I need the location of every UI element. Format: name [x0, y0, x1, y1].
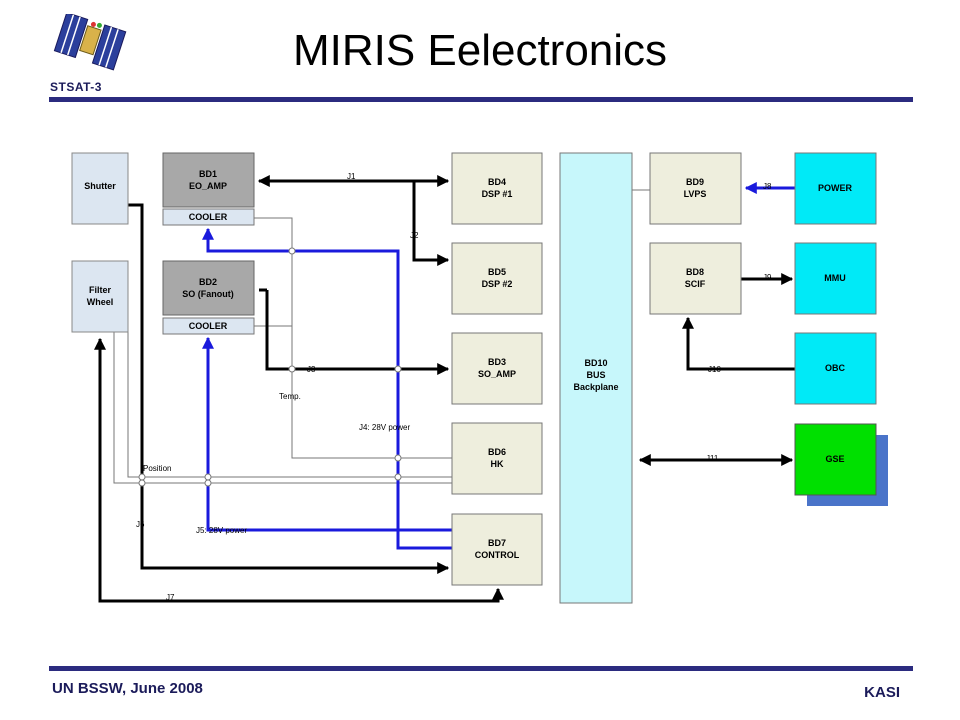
svg-text:Wheel: Wheel — [87, 297, 114, 307]
svg-text:BUS: BUS — [586, 370, 605, 380]
footer-event: UN BSSW, June 2008 — [52, 680, 203, 697]
label-j4: J4: 28V power — [359, 423, 410, 432]
svg-text:POWER: POWER — [818, 183, 853, 193]
svg-text:SO (Fanout): SO (Fanout) — [182, 289, 234, 299]
svg-text:GSE: GSE — [825, 454, 844, 464]
svg-text:DSP #1: DSP #1 — [482, 189, 513, 199]
svg-text:BD7: BD7 — [488, 538, 506, 548]
label-j10: J10 — [708, 365, 721, 374]
svg-text:Filter: Filter — [89, 285, 112, 295]
label-j9: J9 — [763, 273, 772, 282]
label-j8: J8 — [763, 182, 772, 191]
label-position: Position — [143, 464, 171, 473]
label-j11: J11 — [706, 454, 719, 463]
bd4-block: BD4 DSP #1 — [451, 152, 543, 225]
svg-text:EO_AMP: EO_AMP — [189, 181, 227, 191]
svg-text:BD4: BD4 — [488, 177, 506, 187]
svg-text:BD9: BD9 — [686, 177, 704, 187]
power-wires — [206, 182, 795, 550]
svg-text:DSP #2: DSP #2 — [482, 279, 513, 289]
filter-wheel-block: Filter Wheel — [71, 260, 129, 333]
bd10-backplane-block: BD10 BUS Backplane — [559, 152, 633, 604]
obc-block: OBC — [794, 332, 877, 405]
shutter-block: Shutter — [71, 152, 129, 225]
label-j6: J6 — [136, 520, 145, 529]
svg-text:COOLER: COOLER — [189, 321, 228, 331]
cooler2-block: COOLER — [162, 317, 255, 335]
wire-crossovers — [138, 247, 402, 487]
stsat-satellite-logo — [53, 14, 127, 71]
label-j1: J1 — [347, 172, 356, 181]
connector-labels: J1 J2 J3 Temp. J4: 28V power Position J6… — [136, 172, 772, 602]
label-j5: J5: 28V power — [196, 526, 247, 535]
label-j2: J2 — [410, 231, 419, 240]
svg-text:Shutter: Shutter — [84, 181, 116, 191]
svg-text:LVPS: LVPS — [684, 189, 707, 199]
svg-text:BD2: BD2 — [199, 277, 217, 287]
label-temp: Temp. — [279, 392, 301, 401]
svg-text:OBC: OBC — [825, 363, 846, 373]
footer-rule — [49, 666, 913, 671]
svg-text:SO_AMP: SO_AMP — [478, 369, 516, 379]
gse-block: GSE — [794, 423, 888, 506]
cooler1-block: COOLER — [162, 208, 255, 226]
svg-text:BD6: BD6 — [488, 447, 506, 457]
bd3-block: BD3 SO_AMP — [451, 332, 543, 405]
svg-text:COOLER: COOLER — [189, 212, 228, 222]
bd1-block: BD1 EO_AMP — [162, 152, 255, 208]
label-j7: J7 — [166, 593, 175, 602]
svg-text:BD3: BD3 — [488, 357, 506, 367]
svg-text:CONTROL: CONTROL — [475, 550, 520, 560]
svg-text:SCIF: SCIF — [685, 279, 706, 289]
svg-text:Backplane: Backplane — [573, 382, 618, 392]
svg-text:HK: HK — [491, 459, 504, 469]
logo-text: STSAT-3 — [50, 80, 102, 94]
bd9-block: BD9 LVPS — [649, 152, 742, 225]
svg-text:BD1: BD1 — [199, 169, 217, 179]
power-block: POWER — [794, 152, 877, 225]
footer-org: KASI — [864, 684, 900, 701]
signal-wires — [94, 175, 795, 603]
svg-text:BD5: BD5 — [488, 267, 506, 277]
svg-text:BD10: BD10 — [584, 358, 607, 368]
bd2-block: BD2 SO (Fanout) — [162, 260, 255, 316]
mmu-block: MMU — [794, 242, 877, 315]
page-title: MIRIS Eelectronics — [292, 26, 668, 75]
bd5-block: BD5 DSP #2 — [451, 242, 543, 315]
bd7-block: BD7 CONTROL — [451, 513, 543, 586]
svg-text:MMU: MMU — [824, 273, 846, 283]
header-rule — [49, 97, 913, 102]
bd8-block: BD8 SCIF — [649, 242, 742, 315]
label-j3: J3 — [307, 365, 316, 374]
bd6-block: BD6 HK — [451, 422, 543, 495]
svg-text:BD8: BD8 — [686, 267, 704, 277]
